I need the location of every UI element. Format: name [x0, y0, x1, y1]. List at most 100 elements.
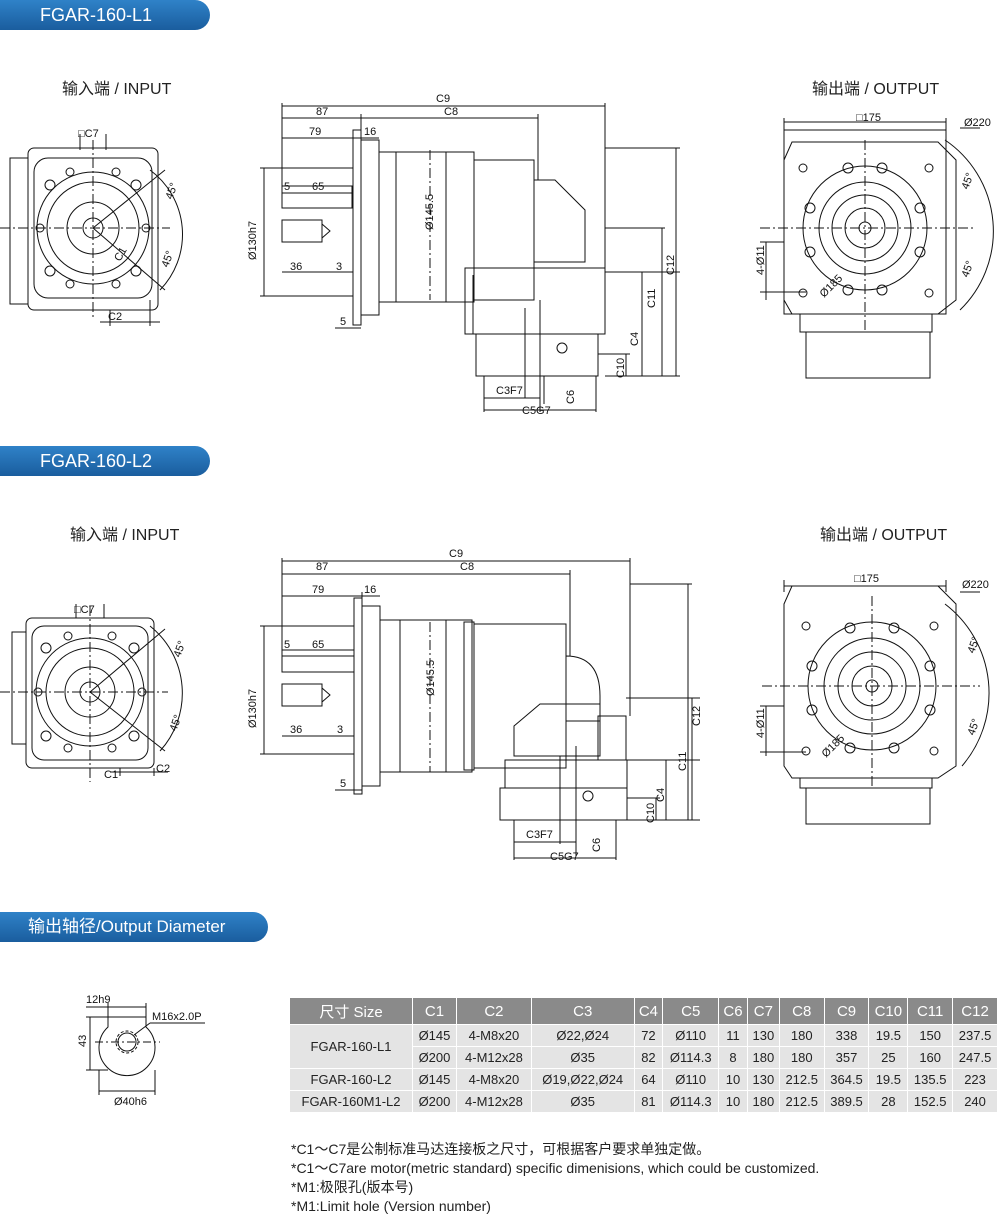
table-cell: 4-M12x28	[455, 1090, 532, 1113]
l2-dim-c12: C12	[691, 706, 703, 726]
table-cell: 135.5	[907, 1068, 954, 1091]
shaft-dim-thread: M16x2.0P	[152, 1011, 202, 1023]
table-header: C11	[907, 997, 954, 1025]
l1-dim-c4: C4	[629, 332, 641, 346]
table-header: C6	[718, 997, 748, 1025]
table-cell: 212.5	[778, 1090, 825, 1113]
table-row: FGAR-160-L1 Ø145 4-M8x20 Ø22,Ø24 72 Ø110…	[289, 1024, 998, 1069]
table-cell: 81	[633, 1090, 664, 1113]
table-cell: 150	[907, 1024, 954, 1047]
output-shaft-drawing: 12h9 43 M16x2.0P Ø40h6	[77, 994, 205, 1108]
shaft-dim-key: 12h9	[86, 994, 110, 1006]
l1-dim-c10: C10	[615, 358, 627, 378]
table-cell: 223	[952, 1068, 998, 1091]
table-cell: Ø200	[412, 1090, 457, 1113]
shaft-dim-diameter: Ø40h6	[114, 1096, 147, 1108]
l1-dim-65: 65	[312, 181, 324, 193]
l1-dim-45b: 45°	[160, 249, 177, 269]
table-cell-size: FGAR-160-L1	[289, 1024, 413, 1069]
l1-dim-130: Ø130h7	[247, 221, 259, 260]
input-view-label-l2: 输入端 / INPUT	[70, 527, 180, 544]
l2-input-view	[0, 604, 183, 782]
table-cell-size: FGAR-160M1-L2	[289, 1090, 413, 1113]
l2-dim-175: □175	[854, 573, 879, 585]
l1-dim-c11: C11	[646, 289, 658, 308]
table-header: C10	[868, 997, 909, 1025]
table-cell: 130	[746, 1068, 780, 1091]
l1-input-view	[0, 134, 183, 326]
table-header: C4	[633, 997, 664, 1025]
l2-dim-c6: C6	[591, 838, 603, 852]
l1-dim-45a: 45°	[164, 181, 181, 201]
l2-dim-c11: C11	[677, 752, 689, 771]
table-cell: 10	[718, 1090, 748, 1113]
table-cell: 180	[778, 1046, 825, 1069]
footnote: *M1:极限孔(版本号)	[291, 1179, 414, 1195]
table-header: C8	[778, 997, 825, 1025]
l2-dim-16: 16	[364, 584, 376, 596]
l2-dim-c7: □C7	[74, 604, 95, 616]
l1-dim-145: Ø145.5	[424, 194, 436, 230]
l1-dim-5a: 5	[284, 181, 290, 193]
table-cell: 212.5	[778, 1068, 825, 1091]
table-row: FGAR-160-L2 Ø145 4-M8x20 Ø19,Ø22,Ø24 64 …	[289, 1068, 998, 1091]
input-view-label-l1: 输入端 / INPUT	[62, 81, 172, 98]
l2-dim-45d: 45°	[966, 717, 983, 737]
table-header: C12	[952, 997, 998, 1025]
shaft-dim-height: 43	[77, 1035, 89, 1047]
l2-dim-45b: 45°	[168, 713, 185, 733]
l2-dimension-labels: □C7 C1 C2 45° 45° C9 C8 87 79 16 5 65 36…	[74, 548, 989, 863]
table-cell: Ø114.3	[662, 1046, 720, 1069]
table-cell: 19.5	[868, 1024, 909, 1047]
table-header: C1	[412, 997, 457, 1025]
table-header-row: 尺寸 Size C1 C2 C3 C4 C5 C6 C7 C8 C9 C10 C…	[289, 997, 998, 1025]
l2-dim-c3f7: C3F7	[526, 829, 553, 841]
l2-dim-c1: C1	[104, 769, 118, 781]
table-cell: 11	[718, 1024, 748, 1047]
l1-dim-45c: 45°	[960, 171, 977, 191]
l2-dim-36: 36	[290, 724, 302, 736]
table-cell: 237.5	[952, 1024, 998, 1047]
l1-output-view	[760, 118, 994, 379]
table-cell: 357	[823, 1046, 870, 1069]
table-cell: 180	[746, 1046, 780, 1069]
table-cell: Ø35	[530, 1046, 635, 1069]
l1-dim-c1: C1	[112, 245, 129, 263]
table-cell: Ø200	[412, 1046, 457, 1069]
table-header: C9	[823, 997, 870, 1025]
table-cell: Ø114.3	[662, 1090, 720, 1113]
table-row: FGAR-160M1-L2 Ø200 4-M12x28 Ø35 81 Ø114.…	[289, 1090, 998, 1113]
output-view-label-l2: 输出端 / OUTPUT	[820, 527, 948, 544]
table-cell: 8	[718, 1046, 748, 1069]
table-cell: 364.5	[823, 1068, 870, 1091]
table-header: C2	[455, 997, 532, 1025]
l2-dim-45c: 45°	[966, 635, 983, 655]
section-title-l2: FGAR-160-L2	[0, 446, 210, 476]
l2-dim-c10: C10	[645, 803, 657, 823]
table-cell: 82	[633, 1046, 664, 1069]
l2-output-view	[760, 580, 990, 825]
footnote: *M1:Limit hole (Version number)	[291, 1198, 491, 1214]
table-cell-size: FGAR-160-L2	[289, 1068, 413, 1091]
table-cell: 240	[952, 1090, 998, 1113]
l2-side-view	[260, 558, 700, 860]
l1-dim-c12: C12	[665, 255, 677, 275]
table-cell: 160	[907, 1046, 954, 1069]
l2-dim-145: Ø145.5	[425, 660, 437, 696]
l1-dim-5b: 5	[340, 316, 346, 328]
table-header: C3	[530, 997, 635, 1025]
l2-dim-c8: C8	[460, 561, 474, 573]
spec-table: 尺寸 Size C1 C2 C3 C4 C5 C6 C7 C8 C9 C10 C…	[289, 997, 998, 1113]
table-cell: 4-M8x20	[455, 1024, 532, 1047]
table-header: 尺寸 Size	[289, 997, 413, 1025]
l2-dim-65: 65	[312, 639, 324, 651]
l1-dim-c3f7: C3F7	[496, 385, 523, 397]
table-cell: Ø19,Ø22,Ø24	[530, 1068, 635, 1091]
table-cell: 4-M12x28	[455, 1046, 532, 1069]
l1-dim-c9: C9	[436, 93, 450, 105]
l1-dim-36: 36	[290, 261, 302, 273]
l1-dim-175: □175	[856, 112, 881, 124]
section-title-output-diameter: 输出轴径/Output Diameter	[0, 912, 268, 942]
table-cell: Ø145	[412, 1024, 457, 1047]
l2-dim-c9: C9	[449, 548, 463, 560]
